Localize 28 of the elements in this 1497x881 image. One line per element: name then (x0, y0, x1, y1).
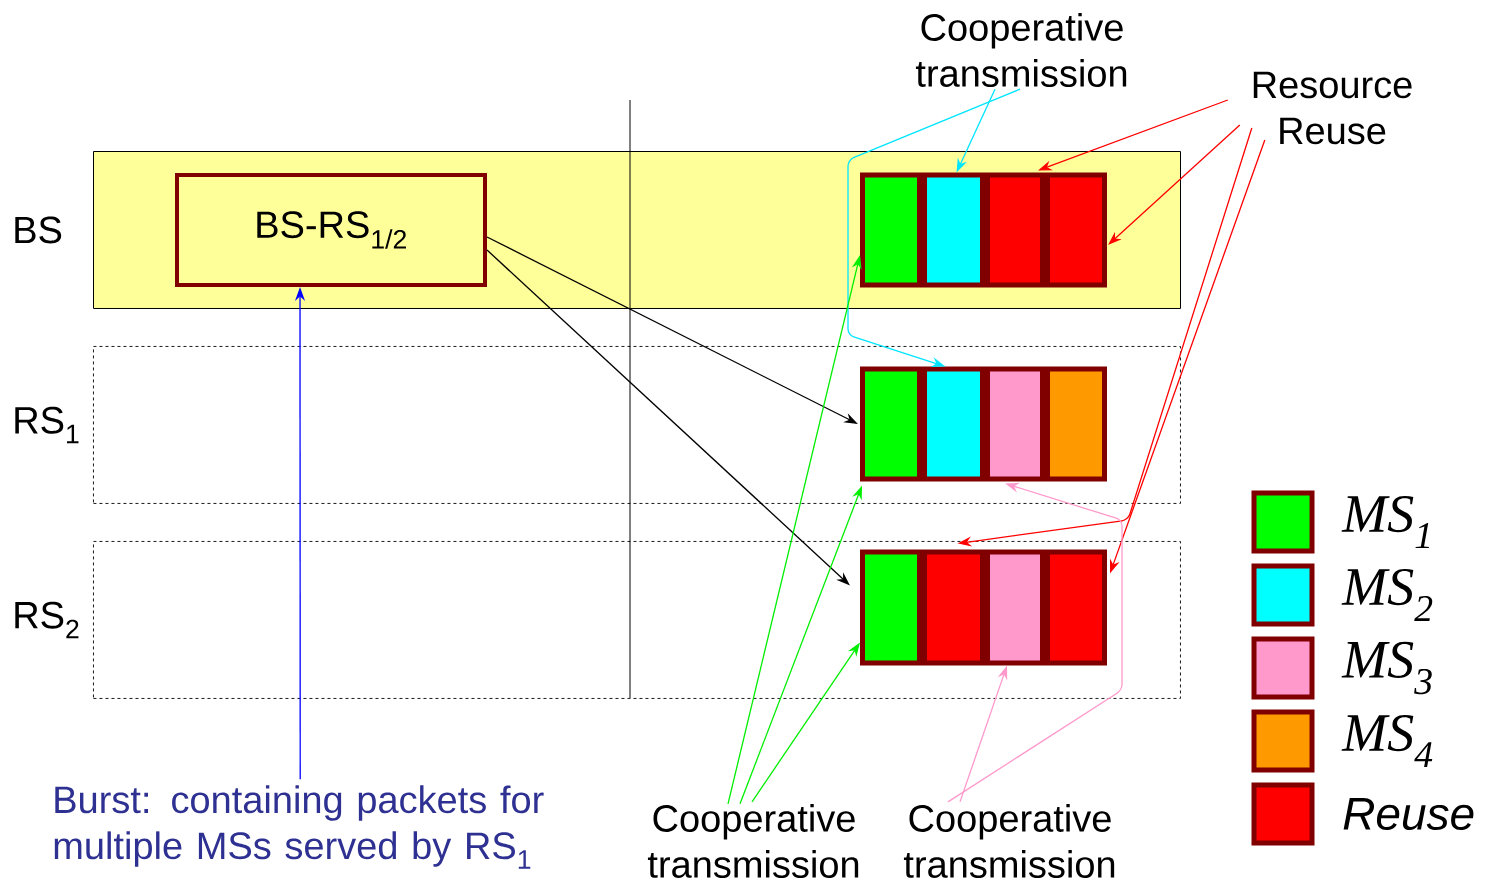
resource-slot (922, 549, 985, 666)
resource-slot (922, 366, 985, 482)
row-label: BS (15, 216, 62, 244)
resource-slot (860, 172, 922, 288)
legend-label: MS$_{2}$ (1341, 568, 1433, 622)
resource-slot (860, 549, 922, 666)
callout-text: Resource Reuse (1253, 71, 1412, 145)
callout-text: Cooperative transmission (647, 804, 859, 878)
row-label: RS$_{1}$ (15, 406, 79, 444)
callout-text: Cooperative transmission (915, 13, 1127, 87)
legend-label: MS$_{1}$ (1341, 495, 1429, 549)
row-label: RS$_{2}$ (15, 601, 79, 639)
annotation-text: Burst: containing packets for multiple MSs served by RS$_{1}$ (54, 785, 544, 869)
resource-slot (1045, 172, 1107, 288)
arrow (1108, 124, 1241, 245)
resource-slot (985, 172, 1045, 288)
resource-slot (985, 549, 1045, 666)
arrow (847, 88, 1021, 367)
callout-text: Cooperative transmission (903, 804, 1115, 878)
resource-slot (860, 366, 922, 482)
legend-label: MS$_{3}$ (1341, 641, 1432, 695)
resource-slot (985, 366, 1045, 482)
legend-label: MS$_{4}$ (1341, 714, 1433, 768)
resource-slot (1045, 549, 1107, 666)
resource-slot (1045, 366, 1107, 482)
legend-label: Reuse (1343, 797, 1474, 831)
link-box: BS-RS$_{1/2}$ (175, 173, 487, 287)
resource-slot (922, 172, 985, 288)
